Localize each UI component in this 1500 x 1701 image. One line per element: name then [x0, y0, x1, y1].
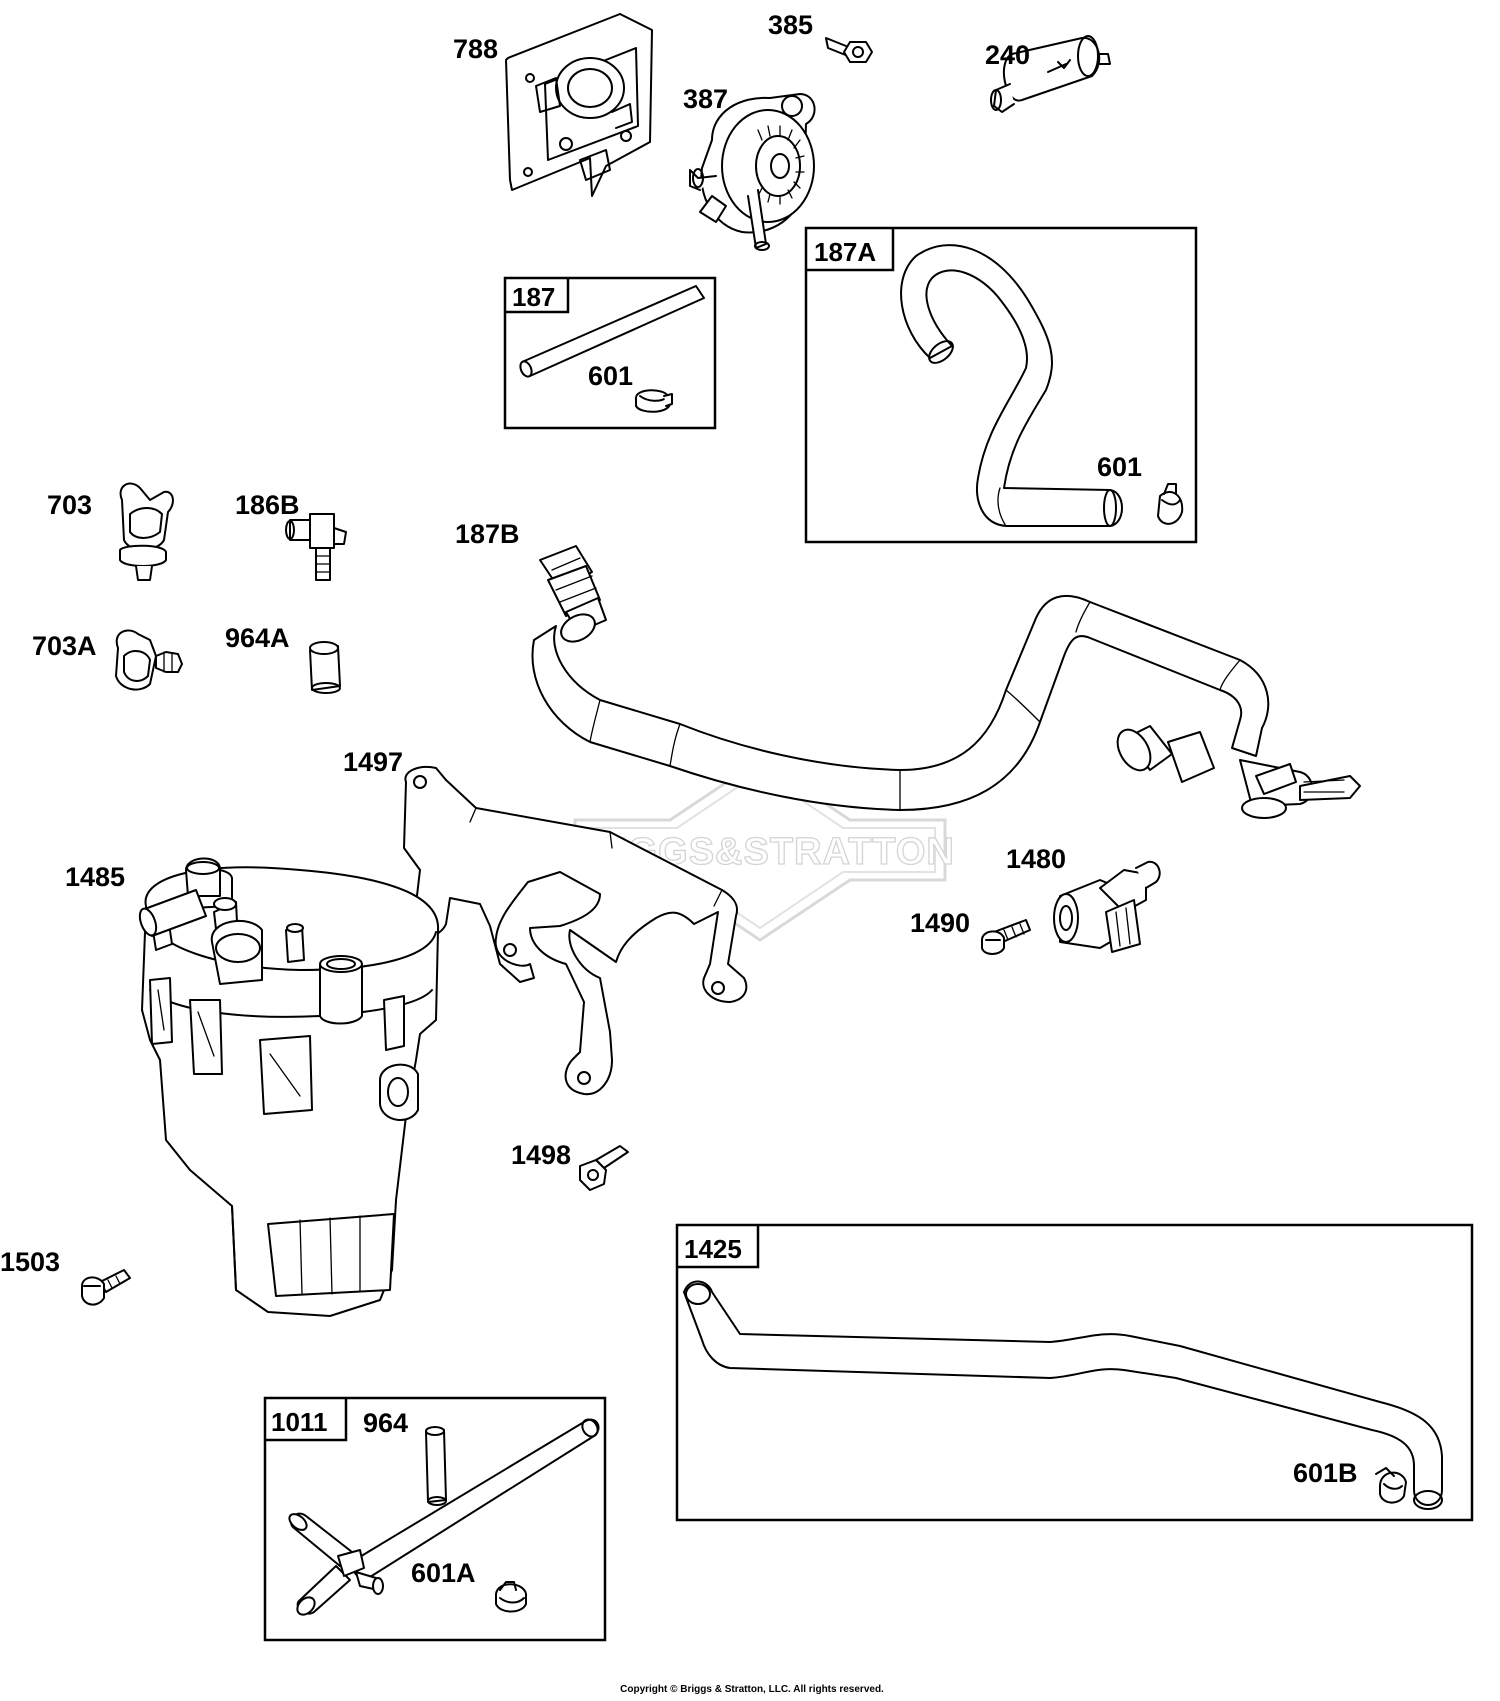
label-187B: 187B [455, 519, 520, 549]
label-387: 387 [683, 84, 728, 114]
label-186B: 186B [235, 490, 300, 520]
label-601-in-187A: 601 [1097, 452, 1142, 482]
label-601B: 601B [1293, 1458, 1358, 1488]
part-703A-clip[interactable] [115, 629, 183, 691]
part-1011-tee-hose[interactable] [286, 1417, 600, 1618]
part-387-fuel-pump[interactable] [689, 93, 816, 251]
label-788: 788 [453, 34, 498, 64]
label-601A: 601A [411, 1558, 476, 1588]
part-187-hose[interactable] [518, 285, 705, 378]
part-601-clamp-187A[interactable] [1157, 483, 1184, 525]
copyright-notice: Copyright © Briggs & Stratton, LLC. All … [620, 1684, 884, 1695]
label-1480: 1480 [1006, 844, 1066, 874]
kit-1011-box: 1011 964 601A [263, 1396, 607, 1642]
kit-187-box: 187 601 [503, 276, 717, 430]
part-964-sleeve[interactable] [425, 1426, 447, 1506]
label-964A: 964A [225, 623, 290, 653]
part-187B-connector-top[interactable] [539, 545, 607, 647]
kit-1425-label: 1425 [684, 1234, 742, 1264]
part-703-clip[interactable] [119, 482, 174, 581]
part-601B-clamp[interactable] [1375, 1467, 1407, 1504]
part-601-clamp-187[interactable] [635, 389, 673, 413]
label-1498: 1498 [511, 1140, 571, 1170]
part-1480-connector[interactable] [1053, 860, 1161, 953]
label-703: 703 [47, 490, 92, 520]
kit-1425-box: 1425 601B [675, 1223, 1474, 1522]
label-703A: 703A [32, 631, 97, 661]
part-187A-hose[interactable] [900, 244, 1123, 527]
part-788-bracket[interactable] [505, 13, 653, 197]
label-964: 964 [363, 1408, 408, 1438]
part-964A-sleeve[interactable] [309, 641, 341, 694]
part-1503-bolt[interactable] [81, 1269, 131, 1306]
kit-1011-label: 1011 [271, 1407, 327, 1437]
label-1497: 1497 [343, 747, 403, 777]
label-601-in-187: 601 [588, 361, 633, 391]
part-240-fuel-filter[interactable] [990, 35, 1111, 113]
part-385-screw[interactable] [825, 37, 873, 63]
part-1498-bolt[interactable] [579, 1145, 629, 1191]
part-187B-connector-bottom[interactable] [1111, 724, 1361, 819]
part-1497-bracket[interactable] [403, 766, 748, 1096]
label-1485: 1485 [65, 862, 125, 892]
label-240: 240 [985, 40, 1030, 70]
part-1485-fuel-canister[interactable] [137, 857, 440, 1317]
part-1490-screw[interactable] [981, 919, 1031, 955]
part-186B-fitting[interactable] [285, 513, 347, 581]
kit-187A-box: 187A 601 [804, 226, 1198, 544]
part-1425-hose[interactable] [683, 1280, 1443, 1510]
label-385: 385 [768, 10, 813, 40]
part-187B-fuel-line[interactable] [531, 545, 1361, 819]
kit-187A-label: 187A [814, 237, 876, 267]
label-1503: 1503 [0, 1247, 60, 1277]
kit-187-label: 187 [512, 282, 555, 312]
label-1490: 1490 [910, 908, 970, 938]
part-601A-clamp[interactable] [495, 1581, 527, 1613]
